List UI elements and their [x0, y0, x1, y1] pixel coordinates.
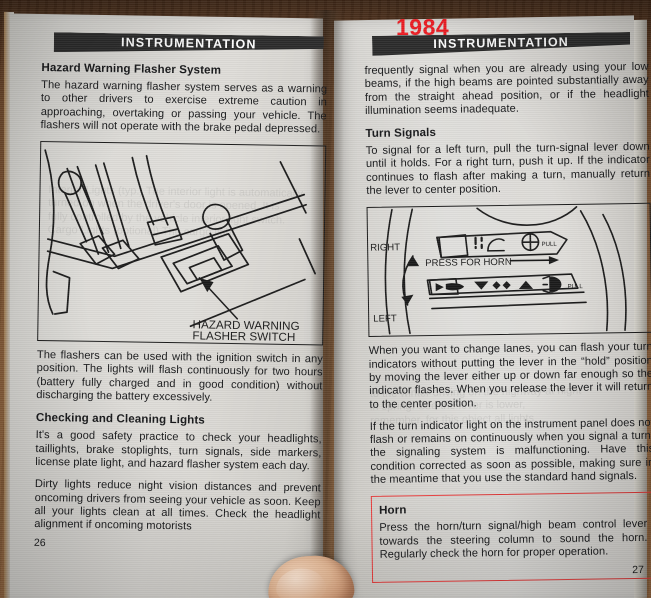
turn-signal-lever-line-drawing: RIGHT LEFT PRESS FOR HORN PULL PULL — [370, 206, 627, 335]
figure-label-press-for-horn: PRESS FOR HORN — [425, 257, 512, 269]
right-banner-title: INSTRUMENTATION — [433, 34, 569, 51]
left-banner-title: INSTRUMENTATION — [120, 35, 257, 52]
left-page-content: INSTRUMENTATION Hazard Warning Flasher S… — [34, 32, 328, 554]
heading-turn-signals: Turn Signals — [365, 126, 437, 141]
figure-caption-line2: FLASHER SWITCH — [192, 330, 295, 345]
paragraph-hazard-intro: The hazard warning flasher system serves… — [40, 78, 328, 136]
figure-label-left: LEFT — [373, 314, 397, 325]
heading-hazard-warning-flasher-system: Hazard Warning Flasher System — [41, 60, 222, 77]
figure-label-pull-upper: PULL — [542, 241, 558, 248]
paragraph-safety-practice: It's a good safety practice to check you… — [35, 429, 322, 473]
heading-checking-and-cleaning-lights: Checking and Cleaning Lights — [35, 411, 206, 427]
hazard-switch-line-drawing: HAZARD WARNING FLASHER SWITCH — [44, 149, 316, 345]
paragraph-turn-signal-operation: To signal for a left turn, pull the turn… — [365, 140, 651, 198]
right-page-content: INSTRUMENTATION frequently signal when y… — [364, 32, 651, 584]
heading-horn: Horn — [378, 503, 407, 518]
figure-label-right: RIGHT — [370, 243, 400, 254]
paragraph-horn: Press the horn/turn signal/high beam con… — [379, 518, 648, 561]
paragraph-high-beam-continued: frequently signal when you are already u… — [364, 60, 649, 117]
thumbnail-highlight — [275, 567, 327, 598]
figure-label-pull-lower: PULL — [568, 283, 584, 290]
figure-caption-line1: HAZARD WARNING — [192, 318, 299, 333]
paragraph-indicator-malfunction: If the turn indicator light on the instr… — [369, 416, 651, 486]
paragraph-change-lanes: When you want to change lanes, you can f… — [368, 341, 651, 411]
right-page-number: 27 — [632, 564, 645, 577]
paragraph-flashers-ignition: The flashers can be used with the igniti… — [36, 349, 323, 404]
year-annotation: 1984 — [396, 14, 450, 40]
paragraph-dirty-lights: Dirty lights reduce night vision distanc… — [34, 478, 321, 533]
left-page-header-banner: INSTRUMENTATION — [54, 32, 324, 56]
horn-highlight-box: Horn Press the horn/turn signal/high bea… — [370, 492, 651, 584]
open-book: Interior Lights (typ.) The interior ligh… — [4, 6, 651, 598]
figure-turn-signal-lever: RIGHT LEFT PRESS FOR HORN PULL PULL — [366, 203, 651, 338]
figure-hazard-flasher-switch: HAZARD WARNING FLASHER SWITCH — [37, 141, 327, 346]
